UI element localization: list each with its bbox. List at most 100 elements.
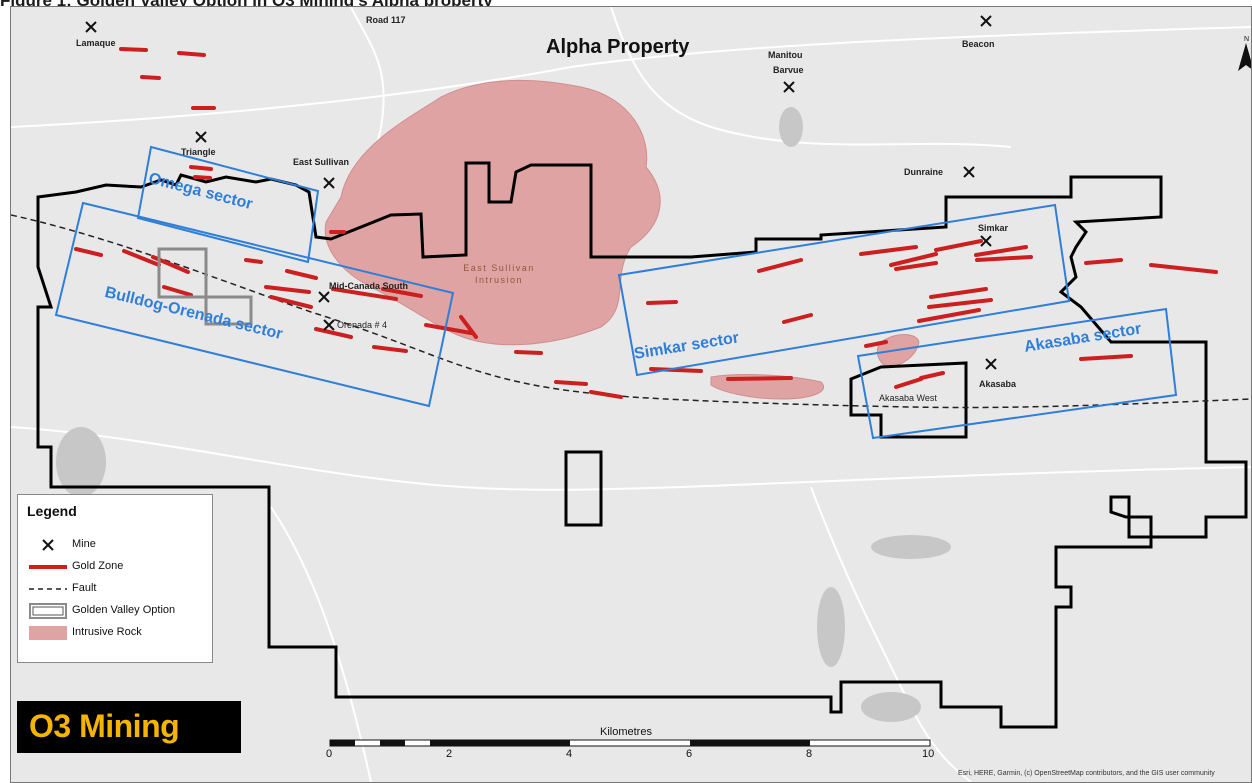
lake bbox=[817, 587, 845, 667]
manitou-label: Manitou bbox=[768, 50, 803, 60]
gold-zone bbox=[974, 245, 1028, 257]
intrusive-swatch bbox=[29, 626, 67, 640]
scale-units: Kilometres bbox=[600, 726, 652, 738]
map-credits: Esri, HERE, Garmin, (c) OpenStreetMap co… bbox=[958, 770, 1215, 777]
scale-bar-graphic bbox=[329, 739, 931, 747]
scale-tick-6: 6 bbox=[686, 748, 693, 760]
mine-icon-beacon bbox=[980, 15, 992, 27]
legend-item-gold-zone: Gold Zone bbox=[18, 557, 208, 577]
east-sullivan-intrusion bbox=[324, 79, 661, 346]
dunraine-label: Dunraine bbox=[904, 167, 944, 177]
gold-zone bbox=[782, 313, 813, 324]
lake bbox=[871, 535, 951, 559]
beacon-label: Beacon bbox=[962, 39, 995, 49]
golden-valley-option bbox=[157, 247, 253, 326]
lake bbox=[56, 427, 106, 497]
gold-zone bbox=[331, 287, 398, 301]
legend-label-mine: Mine bbox=[72, 538, 96, 550]
gold-zone bbox=[285, 269, 318, 280]
lamaque-label: Lamaque bbox=[76, 38, 116, 48]
fault-line bbox=[11, 214, 1251, 409]
mine-icon-east-sullivan bbox=[323, 177, 335, 189]
gold-zone bbox=[934, 239, 983, 252]
lakes bbox=[56, 107, 951, 722]
simkar-sector-box bbox=[617, 203, 1071, 377]
lake bbox=[779, 107, 803, 147]
mine-icon bbox=[42, 539, 54, 551]
legend-item-mine: Mine bbox=[18, 535, 208, 555]
intrusive-rock bbox=[324, 79, 920, 400]
gold-zone bbox=[589, 390, 623, 399]
logo-text: O3 Mining bbox=[29, 708, 180, 744]
scale-tick-0: 0 bbox=[326, 748, 333, 760]
road bbox=[610, 7, 1012, 148]
scale-tick-4: 4 bbox=[566, 748, 573, 760]
gold-zone bbox=[929, 287, 988, 299]
akasaba-sector-box bbox=[856, 307, 1178, 440]
gold-zone bbox=[269, 295, 313, 309]
gold-zone bbox=[864, 340, 888, 348]
scale-tick-2: 2 bbox=[446, 748, 453, 760]
gold-zone bbox=[177, 51, 206, 57]
gold-zone bbox=[162, 285, 193, 297]
mid-canada-label: Mid-Canada South bbox=[329, 281, 408, 291]
road bbox=[810, 486, 972, 782]
gold-zone-swatch bbox=[29, 565, 67, 569]
legend-label-option: Golden Valley Option bbox=[72, 604, 176, 616]
map-frame[interactable]: Road 117 Alpha Property Lamaque Beacon M… bbox=[10, 6, 1252, 783]
intrusion-label-line2: Intrusion bbox=[474, 275, 524, 285]
north-label: N bbox=[1244, 36, 1250, 43]
gold-zone bbox=[726, 376, 793, 381]
mine-icon-triangle bbox=[195, 131, 207, 143]
gold-zone bbox=[894, 261, 938, 271]
east-sullivan-label: East Sullivan bbox=[293, 157, 350, 167]
gold-zone bbox=[1084, 258, 1123, 265]
legend: Legend Mine Gold Zone Fault Golden Valle… bbox=[17, 494, 213, 663]
gold-zone bbox=[1149, 263, 1218, 274]
legend-title: Legend bbox=[27, 503, 77, 519]
legend-label-fault: Fault bbox=[72, 582, 97, 594]
gold-zone bbox=[917, 308, 981, 323]
gold-zone bbox=[889, 252, 938, 267]
gold-zone bbox=[459, 315, 478, 339]
akasaba-label: Akasaba bbox=[979, 379, 1017, 389]
legend-item-option: Golden Valley Option bbox=[18, 601, 208, 621]
roads bbox=[11, 7, 1251, 782]
gold-zone bbox=[859, 245, 918, 256]
road bbox=[270, 506, 372, 782]
gold-zone bbox=[193, 175, 212, 180]
akasaba-west-parcel bbox=[849, 361, 968, 439]
option-swatch bbox=[29, 603, 67, 619]
legend-label-gold-zone: Gold Zone bbox=[72, 560, 124, 572]
akasaba-west-label: Akasaba West bbox=[879, 393, 937, 403]
gold-zone bbox=[264, 285, 311, 294]
map-canvas[interactable] bbox=[11, 7, 1251, 782]
road bbox=[11, 26, 1251, 128]
sector-boxes bbox=[54, 145, 1178, 440]
intrusion-label-line1: East Sullivan bbox=[463, 263, 535, 273]
property-parcel bbox=[564, 450, 603, 527]
gold-zone bbox=[757, 258, 803, 273]
intrusion-label: East Sullivan Intrusion bbox=[444, 262, 554, 286]
triangle-label: Triangle bbox=[181, 147, 216, 157]
gold-zone bbox=[927, 298, 993, 309]
gold-zone bbox=[424, 323, 473, 335]
fault-swatch bbox=[29, 588, 67, 590]
mine-icons bbox=[85, 15, 997, 370]
scale-bar: Kilometres 0 2 4 6 8 10 bbox=[310, 726, 950, 770]
barvue-label: Barvue bbox=[773, 65, 804, 75]
gold-zone bbox=[140, 75, 161, 80]
mine-icon-akasaba bbox=[985, 358, 997, 370]
mine-icon-simkar bbox=[980, 235, 992, 247]
o3-mining-logo: O3 Mining bbox=[17, 701, 241, 753]
mine-icon-dunraine bbox=[963, 166, 975, 178]
lake bbox=[861, 692, 921, 722]
gold-zones bbox=[74, 47, 1218, 399]
gold-zone bbox=[975, 255, 1033, 262]
legend-item-intrusive: Intrusive Rock bbox=[18, 623, 208, 643]
gold-zone bbox=[244, 258, 263, 264]
gold-zone bbox=[514, 350, 543, 355]
road-label: Road 117 bbox=[366, 15, 406, 25]
bulldog-orenada-sector-box bbox=[54, 201, 455, 408]
